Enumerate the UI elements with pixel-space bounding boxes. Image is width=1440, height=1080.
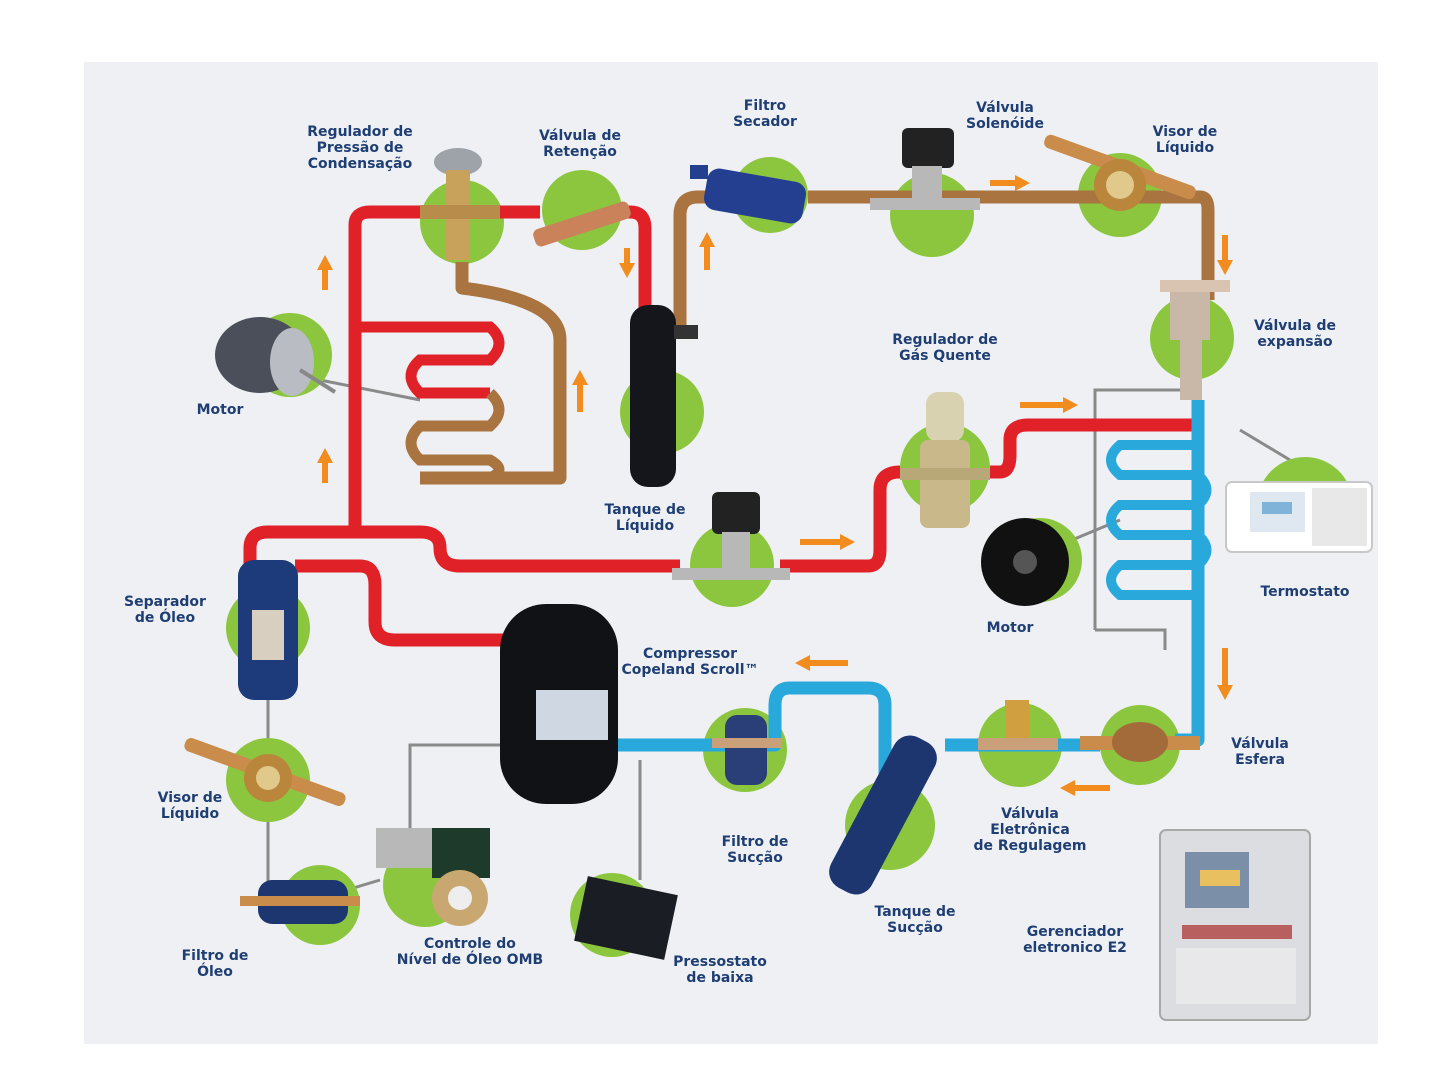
flow-arrow-icon	[317, 175, 1233, 796]
label-filtro-oleo: Filtro de Óleo	[181, 948, 249, 980]
compressor-icon	[500, 604, 618, 804]
label-valvula-solenoide: Válvula Solenóide	[966, 100, 1044, 132]
filter-drier-icon	[690, 165, 806, 224]
oil-filter-icon	[240, 880, 360, 924]
label-gerenciador: Gerenciador eletronico E2	[1023, 924, 1127, 956]
thermostat-icon	[1225, 481, 1373, 553]
sight-glass-icon	[1044, 134, 1196, 211]
label-tanque-liquido: Tanque de Líquido	[604, 502, 686, 534]
label-motor-right: Motor	[986, 620, 1034, 636]
label-separador-oleo: Separador de Óleo	[124, 594, 206, 626]
expansion-valve-icon	[1160, 280, 1230, 400]
label-valvula-esfera: Válvula Esfera	[1231, 736, 1289, 768]
suction-filter-icon	[712, 715, 782, 785]
label-filtro-succao: Filtro de Sucção	[721, 834, 789, 866]
ball-valve-icon	[1080, 722, 1200, 762]
evaporator-coil-icon	[1106, 440, 1212, 600]
pressure-regulator-icon	[420, 148, 500, 260]
label-termostato: Termostato	[1260, 584, 1350, 600]
label-visor-liquido-top: Visor de Líquido	[1152, 124, 1218, 156]
motor-icon	[215, 317, 337, 396]
label-valvula-expansao: Válvula de expansão	[1253, 318, 1337, 350]
label-compressor: Compressor Copeland Scroll™	[621, 646, 759, 678]
liquid-line	[420, 190, 1215, 485]
label-valvula-retencao: Válvula de Retenção	[538, 128, 622, 160]
label-motor-left: Motor	[196, 402, 244, 418]
hot-gas-line	[243, 205, 1200, 647]
label-regulador-gas: Regulador de Gás Quente	[892, 332, 998, 364]
sight-glass-left-icon	[184, 738, 346, 806]
suction-tank-icon	[829, 735, 937, 895]
label-tanque-succao: Tanque de Sucção	[874, 904, 956, 936]
solenoid-valve-mid-icon	[672, 492, 790, 580]
electronic-valve-icon	[978, 700, 1058, 750]
check-valve-icon	[533, 201, 631, 247]
label-filtro-secador: Filtro Secador	[733, 98, 797, 130]
label-pressostato: Pressostato de baixa	[673, 954, 767, 986]
condenser-coil-icon	[360, 321, 505, 484]
oil-level-control-icon	[376, 828, 490, 926]
solenoid-valve-icon	[870, 128, 980, 210]
label-valvula-eletronica: Válvula Eletrônica de Regulagem	[973, 806, 1087, 854]
receiver-tank-icon	[630, 305, 698, 487]
evaporator-motor-icon	[981, 518, 1069, 606]
label-regulador-pressao: Regulador de Pressão de Condensação	[307, 124, 413, 172]
label-controle-nivel: Controle do Nível de Óleo OMB	[396, 936, 544, 968]
pressure-switch-icon	[574, 876, 678, 960]
controller-icon	[1159, 829, 1311, 1021]
hot-gas-regulator-icon	[900, 392, 990, 528]
label-visor-liquido-left: Visor de Líquido	[157, 790, 223, 822]
oil-separator-icon	[238, 560, 298, 700]
